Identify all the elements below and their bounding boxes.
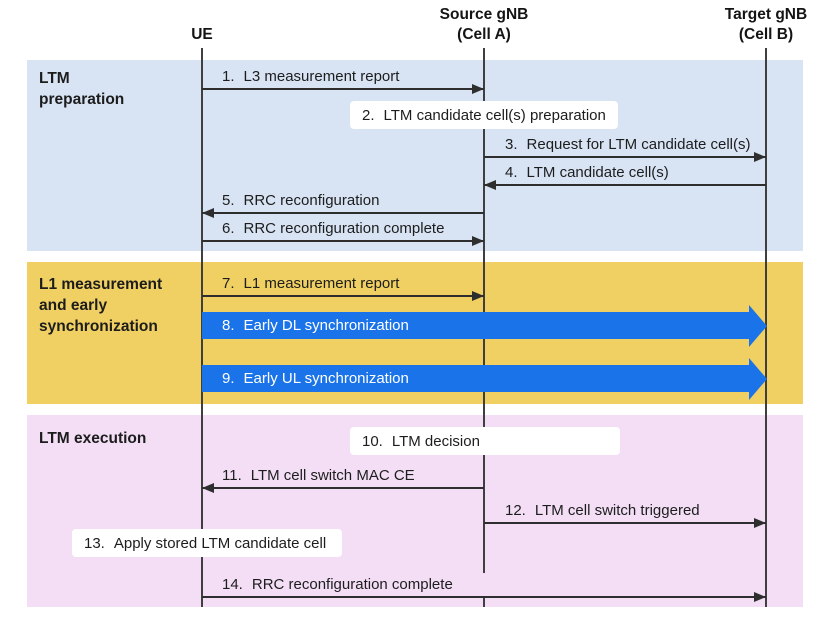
message-12-text: LTM cell switch triggered [534,502,700,519]
message-11-number: 11. [222,467,242,484]
phase-label-ltm-preparation: LTM preparation [39,70,125,108]
message-3-number: 3. [505,136,518,153]
message-5-number: 5. [222,192,235,209]
message-10-note: 10. LTM decision [350,427,620,455]
phase-label-l1-measurement-sync: L1 measurement and early synchronization [39,276,163,335]
message-10-number: 10. [362,432,383,450]
message-3-text: Request for LTM candidate cell(s) [526,136,751,153]
message-14-number: 14. [222,576,243,593]
actor-ue: UE [191,26,213,43]
message-7-label: 7. L1 measurement report [222,275,399,292]
arrowhead-right-icon [754,152,766,162]
message-2-text: LTM candidate cell(s) preparation [383,106,606,124]
arrowhead-right-icon [749,304,767,347]
message-1-number: 1. [222,68,235,85]
message-5-label: 5. RRC reconfiguration [222,192,379,209]
arrowhead-right-icon [472,236,484,246]
message-4-label: 4. LTM candidate cell(s) [505,164,669,181]
lifeline-source-gnb-lower [483,597,485,607]
arrowhead-right-icon [472,84,484,94]
message-13-text: Apply stored LTM candidate cell [113,534,327,552]
arrowhead-right-icon [749,357,767,400]
message-11-text: LTM cell switch MAC CE [250,467,415,484]
message-6-number: 6. [222,220,235,237]
phase-ltm-preparation: LTM preparation [27,60,803,251]
arrowhead-right-icon [472,291,484,301]
arrowhead-left-icon [484,180,496,190]
arrowhead-left-icon [202,208,214,218]
message-9-text: Early UL synchronization [243,370,409,387]
phase-label-ltm-execution: LTM execution [39,430,147,447]
message-3-arrow [484,152,766,162]
message-6-arrow [202,236,484,246]
message-12-arrow [484,518,766,528]
message-11-label: 11. LTM cell switch MAC CE [222,467,415,484]
arrowhead-right-icon [754,518,766,528]
message-6-text: RRC reconfiguration complete [243,220,445,237]
message-12-number: 12. [505,502,526,519]
message-12-label: 12. LTM cell switch triggered [505,502,700,519]
message-8-number: 8. [222,317,235,334]
message-4-arrow [484,180,766,190]
lifeline-source-gnb [483,48,485,573]
message-1-text: L3 measurement report [243,68,400,85]
message-14-label: 14. RRC reconfiguration complete [222,576,453,593]
message-7-number: 7. [222,275,235,292]
message-1-label: 1. L3 measurement report [222,68,399,85]
message-9-early-ul-sync-arrow: 9. Early UL synchronization [202,357,767,400]
message-4-text: LTM candidate cell(s) [526,164,669,181]
message-8-label: 8. Early DL synchronization [202,312,749,339]
message-4-number: 4. [505,164,518,181]
message-1-arrow [202,84,484,94]
message-14-arrow [202,592,766,602]
actor-source-gnb: Source gNB (Cell A) [439,6,529,43]
message-7-arrow [202,291,484,301]
message-5-text: RRC reconfiguration [243,192,380,209]
message-9-number: 9. [222,370,235,387]
arrowhead-right-icon [754,592,766,602]
message-5-arrow [202,208,484,218]
message-8-early-dl-sync-arrow: 8. Early DL synchronization [202,304,767,347]
message-14-text: RRC reconfiguration complete [251,576,453,593]
message-11-arrow [202,483,484,493]
actor-target-gnb: Target gNB (Cell B) [724,6,808,43]
message-6-label: 6. RRC reconfiguration complete [222,220,444,237]
message-9-label: 9. Early UL synchronization [202,365,749,392]
message-7-text: L1 measurement report [243,275,400,292]
message-8-text: Early DL synchronization [243,317,409,334]
message-13-note: 13. Apply stored LTM candidate cell [72,529,342,557]
message-2-note: 2. LTM candidate cell(s) preparation [350,101,618,129]
message-2-number: 2. [362,106,375,124]
message-3-label: 3. Request for LTM candidate cell(s) [505,136,751,153]
message-10-text: LTM decision [391,432,480,450]
arrowhead-left-icon [202,483,214,493]
message-13-number: 13. [84,534,105,552]
